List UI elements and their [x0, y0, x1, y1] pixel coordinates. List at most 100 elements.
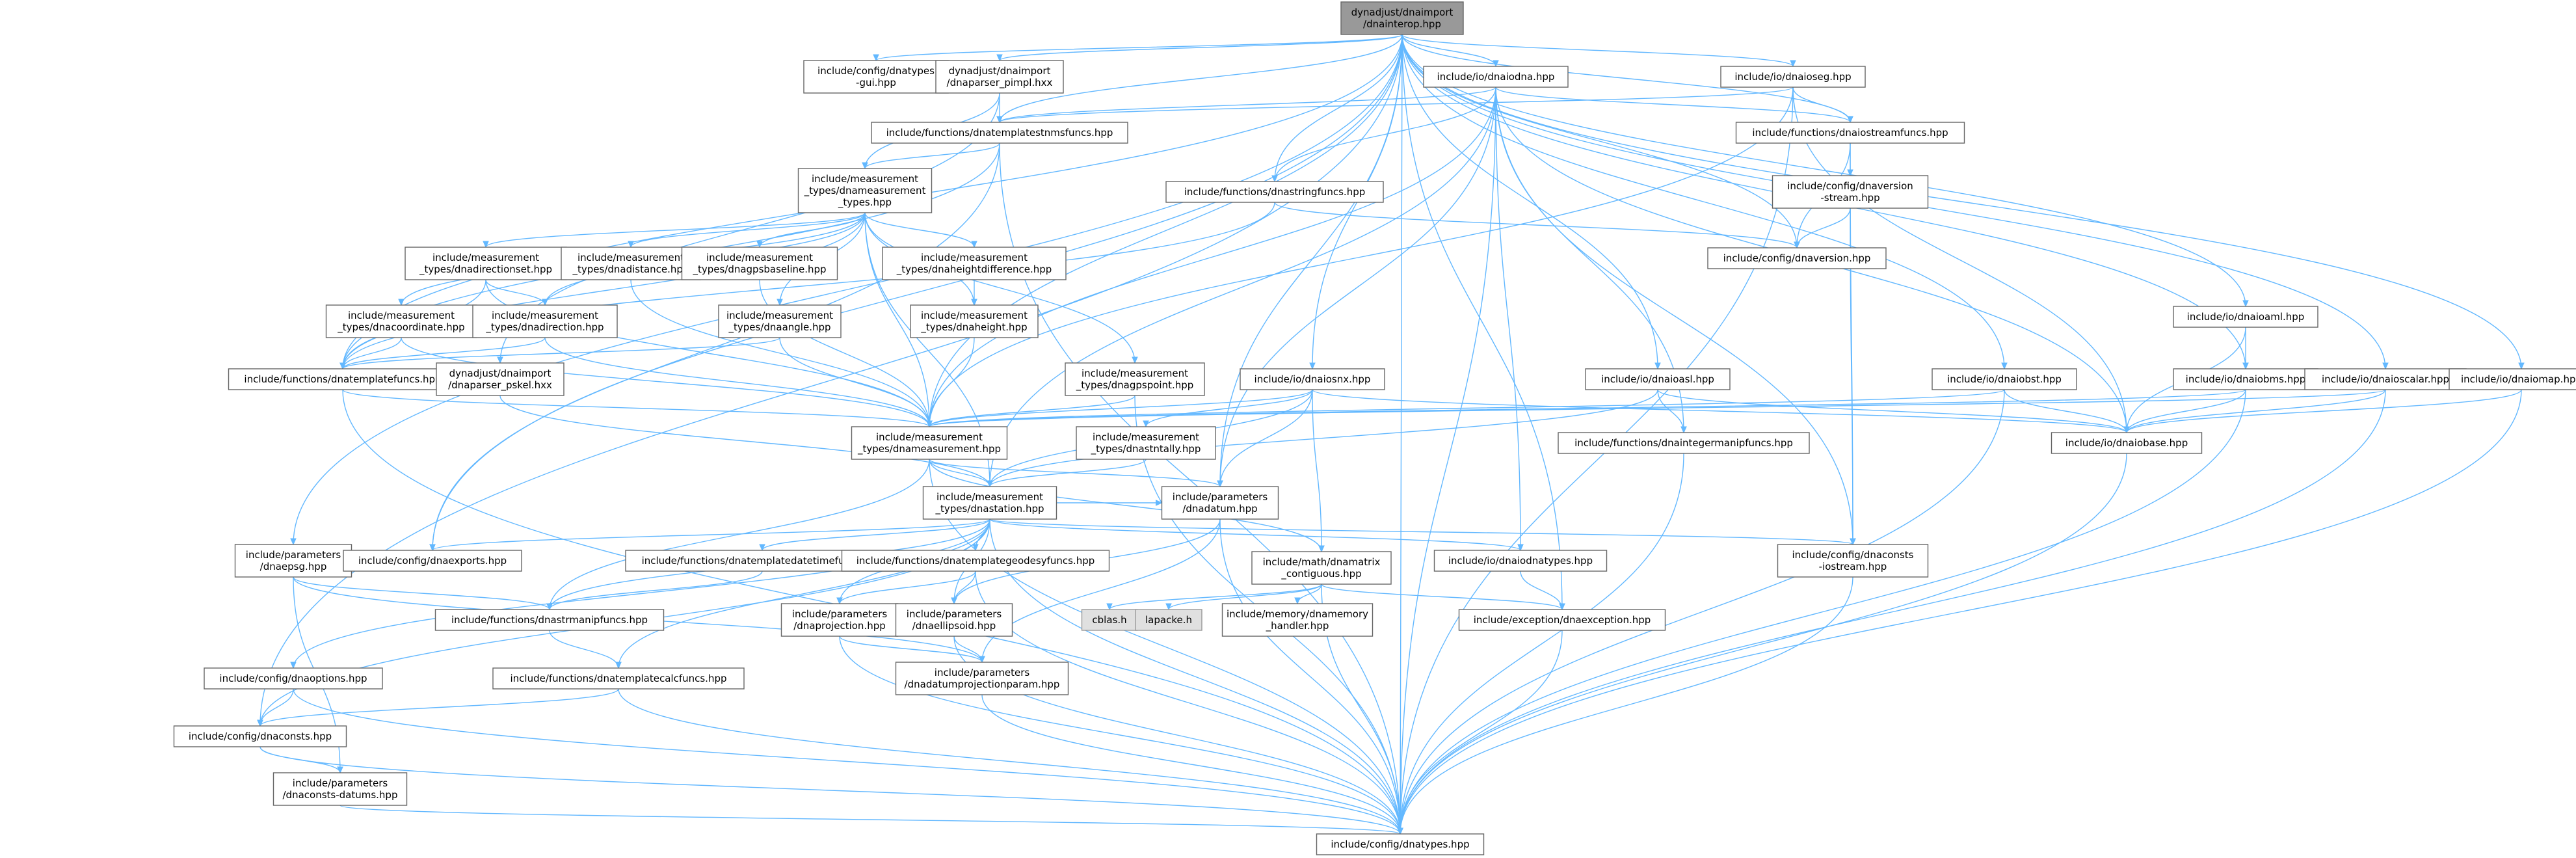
node-label: lapacke.h [1145, 614, 1192, 626]
node-dnaangle[interactable]: include/measurement_types/dnaangle.hpp [718, 304, 842, 338]
node-dnaoptions[interactable]: include/config/dnaoptions.hpp [204, 667, 383, 690]
node-dnaioscalar[interactable]: include/io/dnaioscalar.hpp [2304, 368, 2467, 390]
node-dnatemplatestnmsfuncs[interactable]: include/functions/dnatemplatestnmsfuncs.… [871, 122, 1128, 144]
node-dnaparser-pimpl[interactable]: dynadjust/dnaimport/dnaparser_pimpl.hxx [935, 60, 1064, 94]
node-box [1433, 550, 1608, 572]
node-dnaversion-stream[interactable]: include/config/dnaversion-stream.hpp [1772, 175, 1929, 209]
node-dnadirectionset[interactable]: include/measurement_types/dnadirectionse… [405, 247, 567, 280]
node-box [1458, 609, 1666, 631]
node-dnaioaml[interactable]: include/io/dnaioaml.hpp [2173, 306, 2318, 328]
node-label: include/io/dnaiomap.hpp [2461, 373, 2576, 385]
node-dnaiodnatypes[interactable]: include/io/dnaiodnatypes.hpp [1433, 550, 1608, 572]
edge-dnaiodna-to-dnameasurement [929, 87, 1496, 427]
node-dnaexception[interactable]: include/exception/dnaexception.hpp [1458, 609, 1666, 631]
node-dnaversion[interactable]: include/config/dnaversion.hpp [1707, 247, 1887, 269]
edge-arrowhead [1217, 480, 1223, 488]
node-label: include/config/dnatypes.hpp [1331, 838, 1469, 850]
node-dnameasurement-types[interactable]: include/measurement_types/dnameasurement… [797, 168, 933, 213]
node-label: include/measurement [1082, 368, 1188, 379]
edge-dnaiomap-to-dnaiobase [2126, 389, 2522, 433]
node-label: _types/dnaheight.hpp [920, 321, 1027, 334]
node-label: include/parameters [293, 777, 388, 789]
node-dnaiosnx[interactable]: include/io/dnaiosnx.hpp [1240, 368, 1385, 390]
node-dnatemplategeodesyfuncs[interactable]: include/functions/dnatemplategeodesyfunc… [841, 550, 1110, 572]
node-dnagpsbaseline[interactable]: include/measurement_types/dnagpsbaseline… [681, 247, 838, 280]
node-dnatypes[interactable]: include/config/dnatypes.hpp [1316, 833, 1485, 855]
node-box [1777, 544, 1929, 578]
node-dnaintegermanipfuncs[interactable]: include/functions/dnaintegermanipfuncs.h… [1558, 432, 1810, 454]
edge-dnaversion-stream-to-dnaversion [1796, 208, 1851, 248]
edge-dnadirection-to-dnameasurement [544, 337, 930, 427]
node-box [1558, 432, 1810, 454]
node-dnaconsts[interactable]: include/config/dnaconsts.hpp [173, 725, 347, 747]
node-lapacke[interactable]: lapacke.h [1135, 609, 1202, 631]
edge-arrowhead [759, 544, 765, 552]
node-label: include/io/dnaiobase.hpp [2065, 437, 2188, 449]
node-box [1707, 247, 1887, 269]
node-dnaellipsoid[interactable]: include/parameters/dnaellipsoid.hpp [895, 603, 1013, 637]
node-dnacoordinate[interactable]: include/measurement_types/dnacoordinate.… [325, 304, 477, 338]
edge-dnameasurement-to-dnamatrix-contiguous [929, 459, 1322, 552]
node-dnadatum[interactable]: include/parameters/dnadatum.hpp [1161, 486, 1279, 520]
edge-dnastation-to-dnaoptions [293, 518, 990, 669]
node-dnaconsts-iostream[interactable]: include/config/dnaconsts-iostream.hpp [1777, 544, 1929, 578]
node-dnagpspoint[interactable]: include/measurement_types/dnagpspoint.hp… [1065, 362, 1205, 396]
node-dnaepsg[interactable]: include/parameters/dnaepsg.hpp [234, 544, 352, 578]
edge-dnatemplategeodesyfuncs-to-dnaellipsoid [953, 570, 976, 604]
node-dnastringfuncs[interactable]: include/functions/dnastringfuncs.hpp [1165, 181, 1384, 203]
edge-arrowhead [1132, 356, 1138, 364]
node-label: include/functions/dnatemplatefuncs.hpp [244, 373, 441, 385]
node-dnadirection[interactable]: include/measurement_types/dnadirection.h… [472, 304, 618, 338]
node-dnaiodna[interactable]: include/io/dnaiodna.hpp [1423, 66, 1569, 88]
node-dnaiobms[interactable]: include/io/dnaiobms.hpp [2173, 368, 2318, 390]
node-dnaexports[interactable]: include/config/dnaexports.hpp [343, 550, 522, 572]
node-dnastation[interactable]: include/measurement_types/dnastation.hpp [922, 486, 1057, 520]
node-dnaioasl[interactable]: include/io/dnaioasl.hpp [1585, 368, 1731, 390]
node-dnameasurement[interactable]: include/measurement_types/dnameasurement… [851, 426, 1008, 460]
edge-dnaconsts-iostream-to-dnatypes [1400, 576, 1853, 835]
node-dnamemory-handler[interactable]: include/memory/dnamemory_handler.hpp [1221, 603, 1374, 637]
node-dnaheight[interactable]: include/measurement_types/dnaheight.hpp [910, 304, 1039, 338]
node-dnamatrix-contiguous[interactable]: include/math/dnamatrix_contiguous.hpp [1251, 551, 1392, 585]
edge-arrowhead [1397, 827, 1403, 835]
node-label: include/io/dnaioaml.hpp [2187, 311, 2305, 323]
edge-dnadirectionset-to-dnadirection [485, 279, 546, 306]
edge-dnameasurement-types-to-dnadirectionset [485, 212, 866, 248]
edge-dnameasurement-types-to-dnagpsbaseline [759, 212, 866, 248]
node-dnaprojection[interactable]: include/parameters/dnaprojection.hpp [780, 603, 899, 637]
node-dnastrmanipfuncs[interactable]: include/functions/dnastrmanipfuncs.hpp [434, 609, 665, 631]
node-label: include/math/dnamatrix [1263, 556, 1381, 568]
edge-arrowhead [971, 241, 977, 248]
node-label: -iostream.hpp [1819, 561, 1887, 572]
node-dnatemplatecalcfuncs[interactable]: include/functions/dnatemplatecalcfuncs.h… [492, 667, 745, 690]
edge-dnaparser-pskel-to-dnastation [499, 395, 990, 487]
node-dnaconsts-datums[interactable]: include/parameters/dnaconsts-datums.hpp [272, 772, 408, 806]
node-dnadistance[interactable]: include/measurement_types/dnadistance.hp… [561, 247, 701, 280]
node-dnaioseg[interactable]: include/io/dnaioseg.hpp [1720, 66, 1866, 88]
node-dnaiobase[interactable]: include/io/dnaiobase.hpp [2051, 432, 2203, 454]
node-box [895, 603, 1013, 637]
node-dnatypes-gui[interactable]: include/config/dnatypes-gui.hpp [803, 60, 949, 94]
edge-root-to-dnadatum [1219, 34, 1403, 487]
node-dnaiobst[interactable]: include/io/dnaiobst.hpp [1932, 368, 2077, 390]
edge-arrowhead [290, 662, 297, 669]
node-dnastntally[interactable]: include/measurement_types/dnastntally.hp… [1076, 426, 1216, 460]
edge-dnatemplatedatetimefuncs-to-dnastrmanipfuncs [549, 570, 763, 610]
node-box [1081, 609, 1138, 631]
edge-arrowhead [987, 480, 993, 488]
node-dnaparser-pskel[interactable]: dynadjust/dnaimport/dnaparser_pskel.hxx [436, 362, 564, 396]
node-dnatemplatefuncs[interactable]: include/functions/dnatemplatefuncs.hpp [228, 368, 458, 390]
node-label: include/functions/dnatemplatedatetimefun… [642, 555, 883, 567]
node-label: include/measurement [578, 252, 684, 263]
node-box [851, 426, 1008, 460]
edge-dnaioseg-to-dnaiostreamfuncs [1792, 87, 1851, 123]
edge-arrowhead [1847, 116, 1853, 124]
node-root[interactable]: dynadjust/dnaimport/dnainterop.hpp [1340, 1, 1464, 35]
node-label: include/config/dnaoptions.hpp [219, 673, 367, 684]
edge-dnaconsts-to-dnatypes [259, 746, 1401, 835]
node-dnadatumprojectionparam[interactable]: include/parameters/dnadatumprojectionpar… [895, 662, 1069, 695]
node-dnaiomap[interactable]: include/io/dnaiomap.hpp [2449, 368, 2576, 390]
node-dnaheightdifference[interactable]: include/measurement_types/dnaheightdiffe… [882, 247, 1067, 280]
node-cblas[interactable]: cblas.h [1081, 609, 1138, 631]
node-dnaiostreamfuncs[interactable]: include/functions/dnaiostreamfuncs.hpp [1735, 122, 1965, 144]
